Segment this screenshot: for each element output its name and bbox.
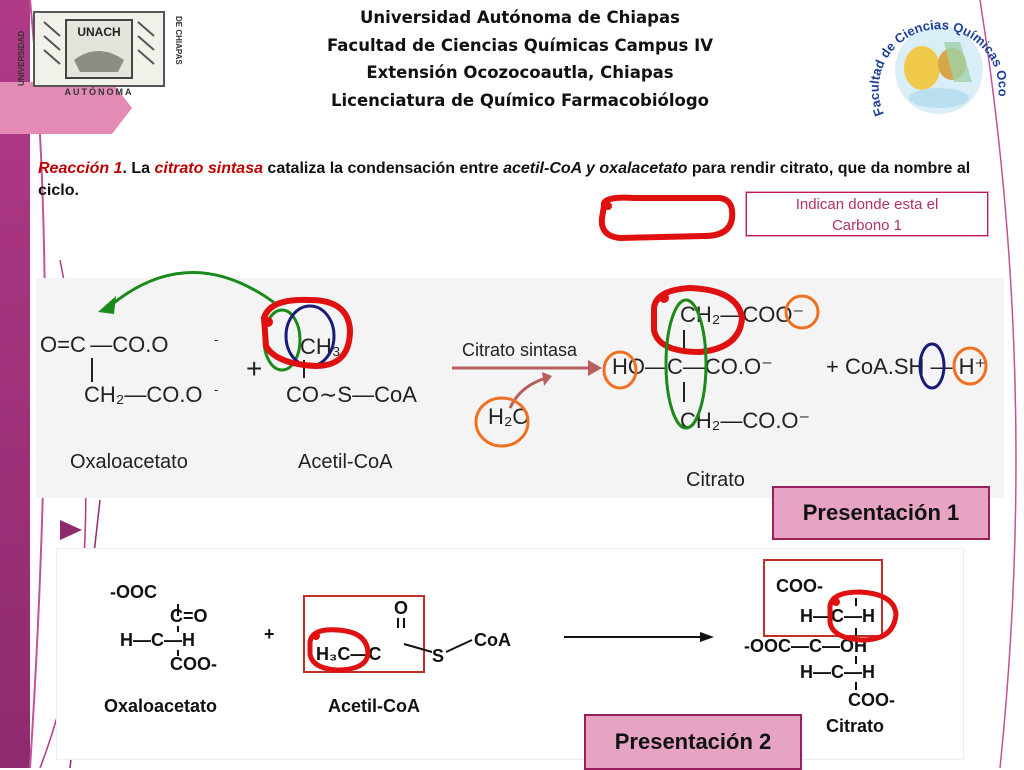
s2-cit-l4: H—C—H bbox=[800, 662, 875, 682]
s2-cit-l1: COO- bbox=[776, 576, 823, 596]
s2-cit-l5: COO- bbox=[848, 690, 895, 710]
s1-products: + CoA.SH — H⁺ bbox=[826, 354, 986, 379]
reaction-label: Reacción 1 bbox=[38, 160, 123, 177]
s2-oxalo-label: Oxaloacetato bbox=[104, 696, 217, 716]
s1-citrato-label: Citrato bbox=[686, 469, 745, 491]
reaction-text-3: para rendir citrato, que da nombre al ci… bbox=[38, 160, 971, 199]
logo-autonoma-text: AUTÓNOMA bbox=[65, 86, 134, 97]
s2-oxalo-l3: H—C—H bbox=[120, 630, 195, 650]
presentacion-1-button[interactable]: Presentación 1 bbox=[772, 486, 990, 540]
s1-acetil-bottom: CO∼S—CoA bbox=[286, 382, 417, 407]
faculty-logo: Facultad de Ciencias Químicas Ocozocoaut… bbox=[862, 2, 1011, 118]
legend-line-2: Carbono 1 bbox=[831, 217, 903, 234]
s2-acetil-coa: CoA bbox=[474, 630, 511, 650]
presentacion-2-button[interactable]: Presentación 2 bbox=[584, 714, 802, 770]
s2-plus: + bbox=[264, 624, 275, 644]
header-line-3: Extensión Ocozocoautla, Chiapas bbox=[366, 63, 674, 82]
reaction-text-1: . La bbox=[122, 160, 155, 177]
s1-oxalo-label: Oxaloacetato bbox=[70, 451, 188, 473]
s1-oxalo-bottom: CH₂—CO.O bbox=[84, 382, 203, 407]
s2-acetil-label: Acetil-CoA bbox=[328, 696, 420, 716]
s1-acetil-label: Acetil-CoA bbox=[298, 451, 393, 473]
s2-oxalo-l2: C=O bbox=[170, 606, 208, 626]
unach-logo: UNACH AUTÓNOMA UNIVERSIDAD DE CHIAPAS bbox=[17, 11, 183, 97]
s2-cit-label: Citrato bbox=[826, 716, 884, 736]
header-line-2: Facultad de Ciencias Químicas Campus IV bbox=[326, 35, 713, 55]
s1-enzyme: Citrato sintasa bbox=[462, 340, 578, 360]
s2-oxalo-l4: COO- bbox=[170, 654, 217, 674]
reaction-text-2: cataliza la condensación entre bbox=[262, 160, 504, 177]
s2-oxalo-l1: -OOC bbox=[110, 582, 157, 602]
legend-line-1: Indican donde esta el bbox=[795, 196, 939, 213]
logo-chiapas-text: DE CHIAPAS bbox=[174, 16, 183, 65]
header-line-4: Licenciatura de Químico Farmacobiólogo bbox=[331, 90, 709, 110]
logo-unach-text: UNACH bbox=[77, 25, 120, 39]
s2-acetil-s: S bbox=[432, 646, 444, 666]
svg-text:-: - bbox=[214, 332, 218, 347]
reaction-substrates: acetil-CoA y oxalacetato bbox=[503, 160, 688, 177]
s2-cit-l2: H—C—H bbox=[800, 606, 875, 626]
scheme-2-panel bbox=[56, 548, 964, 760]
logo-universidad-text: UNIVERSIDAD bbox=[17, 31, 26, 86]
pink-tab-decoration bbox=[0, 82, 132, 134]
s2-cit-l3: -OOC—C—OH bbox=[744, 636, 867, 656]
svg-text:-: - bbox=[214, 382, 218, 397]
s1-plus: + bbox=[246, 353, 262, 384]
s1-citrato-bottom: CH₂—CO.O⁻ bbox=[680, 408, 810, 433]
s2-acetil-o: O bbox=[394, 598, 408, 618]
legend-note: Indican donde esta el Carbono 1 bbox=[746, 192, 988, 236]
reaction-enzyme: citrato sintasa bbox=[154, 160, 263, 177]
legend-red-circle bbox=[598, 194, 736, 242]
s1-citrato-mid: HO—C—CO.O⁻ bbox=[612, 354, 773, 379]
scheme-1-panel bbox=[36, 278, 1004, 498]
s1-oxalo-top: O=C —CO.O bbox=[40, 332, 168, 357]
reaction-description: Reacción 1. La citrato sintasa cataliza … bbox=[38, 158, 978, 202]
s2-acetil-main: H₃C—C bbox=[316, 644, 381, 664]
header-line-1: Universidad Autónoma de Chiapas bbox=[360, 8, 680, 27]
header: Universidad Autónoma de Chiapas Facultad… bbox=[200, 4, 840, 114]
